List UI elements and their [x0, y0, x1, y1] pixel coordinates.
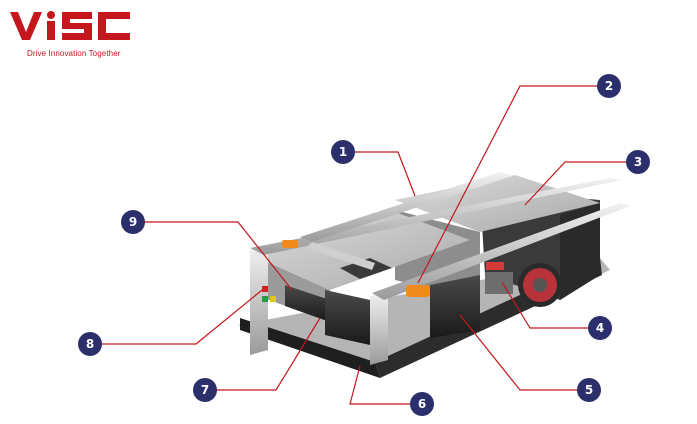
leader-line-7 — [216, 317, 321, 391]
callout-marker-7: 7 — [193, 378, 217, 402]
callout-circle-7 — [193, 378, 217, 402]
callout-marker-4: 4 — [588, 316, 612, 340]
leader-line-1 — [354, 151, 416, 197]
callout-circle-1 — [331, 140, 355, 164]
callout-number-6: 6 — [418, 397, 426, 411]
callout-marker-1: 1 — [331, 140, 355, 164]
callout-circle-6 — [410, 392, 434, 416]
callout-circle-3 — [626, 150, 650, 174]
callout-circle-9 — [121, 210, 145, 234]
callout-number-2: 2 — [605, 79, 613, 93]
callout-number-1: 1 — [339, 145, 347, 159]
callout-marker-5: 5 — [577, 378, 601, 402]
logo-tagline: Drive Innovation Together — [27, 49, 121, 58]
callout-circle-5 — [577, 378, 601, 402]
callout-leaders — [101, 85, 627, 405]
callout-marker-3: 3 — [626, 150, 650, 174]
leader-line-5 — [459, 314, 578, 391]
leader-line-8 — [101, 289, 263, 345]
callout-circle-8 — [78, 332, 102, 356]
callout-number-9: 9 — [129, 215, 137, 229]
callout-marker-6: 6 — [410, 392, 434, 416]
callout-marker-2: 2 — [597, 74, 621, 98]
agv-machine — [238, 172, 630, 378]
leader-line-6 — [349, 365, 411, 405]
callout-marker-8: 8 — [78, 332, 102, 356]
leader-line-2 — [417, 85, 598, 284]
callout-markers: 1 2 3 4 5 6 7 8 9 — [78, 74, 650, 416]
brand-logo: Drive Innovation Together — [6, 6, 146, 58]
callout-circle-2 — [597, 74, 621, 98]
callout-number-3: 3 — [634, 155, 642, 169]
callout-number-7: 7 — [201, 383, 209, 397]
leader-line-3 — [524, 161, 627, 206]
callout-circle-4 — [588, 316, 612, 340]
callout-marker-9: 9 — [121, 210, 145, 234]
leader-line-4 — [501, 281, 589, 329]
callout-number-4: 4 — [596, 321, 604, 335]
callout-number-5: 5 — [585, 383, 593, 397]
leader-line-9 — [144, 221, 293, 291]
callout-number-8: 8 — [86, 337, 94, 351]
visc-logo-mark — [10, 11, 130, 40]
